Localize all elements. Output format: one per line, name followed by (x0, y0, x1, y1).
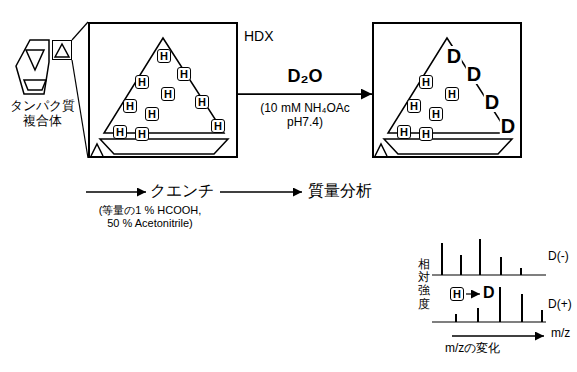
hydrogen-mark: H (161, 87, 175, 101)
shift-arrow (452, 335, 544, 337)
peak (479, 239, 481, 275)
exchange-arrow (238, 93, 372, 95)
buffer-condition: (10 mM NH₄OAc pH7.4) (257, 102, 353, 130)
hydrogen-mark: H (419, 75, 433, 89)
hydrogen-mark: H (450, 287, 464, 301)
subunit-triangle (26, 50, 44, 70)
shift-label: m/zの変化 (445, 342, 500, 356)
zoom-line (72, 22, 88, 40)
axis-label: 相対強度 (418, 258, 430, 311)
protein-complex-frame: タンパク質複合体 (52, 40, 72, 60)
hydrogen-mark: H (123, 99, 137, 113)
peak (521, 294, 523, 322)
protein-subunit (104, 38, 224, 133)
peak (541, 310, 543, 322)
axis-label: m/z (551, 327, 570, 341)
deuterium-mark: D (483, 284, 495, 302)
protein-subunit (100, 139, 228, 154)
flow-arrow (220, 191, 302, 193)
hydrogen-mark: H (195, 95, 209, 109)
hydrogen-mark: H (407, 99, 421, 113)
hydrogen-mark: H (177, 67, 191, 81)
deuterium-mark: D (446, 46, 462, 66)
edge-label: D₂O (286, 66, 325, 87)
spectrum-baseline (432, 274, 546, 275)
exchanged-frame: DDHHDHHDHH (372, 22, 522, 158)
peak (460, 255, 462, 275)
peak (499, 287, 501, 322)
protein-subunit (91, 144, 103, 156)
hydrogen-mark: H (445, 87, 459, 101)
complex-caption: タンパク質複合体 (9, 99, 75, 129)
quench-condition: (等量の1 % HCOOH, 50 % Acetonitrile) (96, 204, 204, 229)
spectrum-label: D(-) (548, 250, 569, 264)
peak (441, 243, 443, 275)
deuterium-mark: D (466, 64, 482, 84)
deuterium-mark: D (500, 116, 516, 136)
hydrogen-mark: H (419, 127, 433, 141)
hydrogen-mark: H (211, 119, 225, 133)
peak (520, 268, 522, 275)
hydrogen-mark: H (135, 75, 149, 89)
hydrogen-mark: H (397, 125, 411, 139)
complex-outline (16, 40, 49, 94)
hydrogen-mark: H (113, 125, 127, 139)
hdx-heading: HDX (244, 28, 274, 44)
subunit-trapezoid (24, 80, 46, 90)
protein-subunit (384, 139, 512, 154)
hydrogen-mark: H (429, 107, 443, 121)
hydrogen-mark: H (145, 107, 159, 121)
peak (500, 257, 502, 275)
peak (477, 308, 479, 322)
subunit-triangle (55, 44, 69, 57)
hydrogen-mark: H (135, 127, 149, 141)
protein-subunit (388, 38, 508, 133)
step-label: クエンチ (150, 182, 214, 200)
spectrum-label: D(+) (548, 298, 572, 312)
deuterium-mark: D (484, 92, 500, 112)
protein-subunit (375, 144, 387, 156)
zoom-frame: HDXHHHHHHHHHH (88, 22, 238, 158)
peak (455, 314, 457, 322)
flow-arrow (86, 191, 146, 193)
exchange-arrow (466, 293, 480, 294)
step-label: 質量分析 (308, 182, 372, 200)
spectrum-baseline (432, 321, 546, 322)
hydrogen-mark: H (157, 49, 171, 63)
